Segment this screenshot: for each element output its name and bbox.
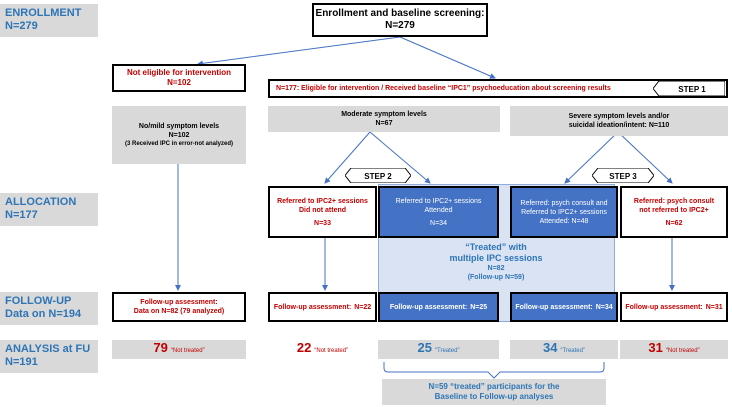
analysis-0-label: “Not treated” xyxy=(170,348,205,354)
enrollment-box: Enrollment and baseline screening: N=279 xyxy=(312,3,488,37)
allocation-a1-line2: Did not attend xyxy=(298,206,347,214)
analysis-1-num: 22 xyxy=(296,340,312,355)
allocation-a1-n: N=33 xyxy=(314,219,331,227)
followup-f2-n: N=25 xyxy=(470,303,488,311)
followup-f2-label: Follow-up assessment: xyxy=(389,303,468,311)
followup-f0-n: Data on N=82 (79 analyzed) xyxy=(133,308,225,315)
allocation-box-attended: Referred to IPC2+ sessions Attended N=34 xyxy=(378,186,499,238)
analysis-4-label: “Not treated” xyxy=(665,348,700,354)
step1-label: STEP 1 xyxy=(678,85,706,94)
eligible-banner: N=177: Eligible for intervention / Recei… xyxy=(268,79,728,98)
followup-f0-label: Follow-up assessment: xyxy=(140,299,218,306)
summary-line1: N=59 “treated” participants for the xyxy=(428,382,560,391)
mild-level-note: (3 Received IPC in error-not analyzed) xyxy=(124,141,234,147)
analysis-3-num: 34 xyxy=(543,340,558,355)
allocation-n: N=177 xyxy=(5,209,38,221)
followup-box-attended: Follow-up assessment: N=25 xyxy=(378,292,499,322)
allocation-a3-n: Attended: N=48 xyxy=(539,217,589,225)
summary-line2: Baseline to Follow-up analyses xyxy=(434,392,554,401)
treated-group-followup: (Follow-up N=59) xyxy=(467,274,525,281)
followup-box-psych-attended: Follow-up assessment: N=34 xyxy=(510,292,618,322)
analysis-4-num: 31 xyxy=(648,340,663,355)
step2-label: STEP 2 xyxy=(364,172,392,181)
allocation-a2-n: N=34 xyxy=(430,219,447,227)
mild-level-title: No/mild symptom levels xyxy=(138,123,220,130)
followup-f1-n: N=22 xyxy=(354,303,372,311)
followup-f1-label: Follow-up assessment: xyxy=(273,303,352,311)
followup-f4-label: Follow-up assessment: xyxy=(625,303,703,311)
followup-box-mild: Follow-up assessment: Data on N=82 (79 a… xyxy=(112,292,246,322)
moderate-level-n: N=67 xyxy=(375,120,393,127)
enrollment-title: ENROLLMENT xyxy=(5,7,82,19)
analysis-label: ANALYSIS at FU N=191 xyxy=(0,340,98,373)
not-eligible-box: Not eligible for intervention N=102 xyxy=(112,64,246,92)
allocation-a2-line1: Referred to IPC2+ sessions xyxy=(395,197,482,205)
followup-title: FOLLOW-UP xyxy=(5,295,72,307)
enrollment-n: N=279 xyxy=(5,20,38,32)
treated-group-line2: multiple IPC sessions xyxy=(449,253,543,263)
severe-level-n: suicidal ideation/intent: N=110 xyxy=(568,122,670,129)
analysis-cell-not-attended: 22 “Not treated” xyxy=(268,340,377,359)
analysis-cell-psych-attended: 34 “Treated” xyxy=(510,340,618,359)
treated-group-line1: “Treated” with xyxy=(465,242,527,252)
allocation-box-not-attended: Referred to IPC2+ sessions Did not atten… xyxy=(268,186,377,238)
analysis-2-label: “Treated” xyxy=(435,348,460,354)
analysis-3-label: “Treated” xyxy=(560,348,585,354)
followup-box-psych-only: Follow-up assessment: N=31 xyxy=(620,292,728,322)
enrollment-label: ENROLLMENT N=279 xyxy=(0,4,98,37)
allocation-a4-n: N=62 xyxy=(665,219,683,227)
analysis-cell-attended: 25 “Treated” xyxy=(378,340,499,359)
enrollment-box-n: N=279 xyxy=(385,20,415,31)
not-eligible-title: Not eligible for intervention xyxy=(126,68,231,77)
eligible-text: N=177: Eligible for intervention / Recei… xyxy=(276,85,611,92)
allocation-a3-line1: Referred: psych consult and xyxy=(520,199,608,207)
followup-f3-label: Follow-up assessment: xyxy=(515,303,593,311)
analysis-cell-psych-only: 31 “Not treated” xyxy=(620,340,728,359)
followup-f4-n: N=31 xyxy=(705,303,723,311)
analysis-n: N=191 xyxy=(5,356,38,368)
followup-n: Data on N=194 xyxy=(5,308,82,320)
step3-label: STEP 3 xyxy=(609,172,637,181)
followup-f3-n: N=34 xyxy=(595,303,613,311)
allocation-title: ALLOCATION xyxy=(5,196,77,208)
step3-badge: STEP 3 xyxy=(592,168,654,183)
summary-box: N=59 “treated” participants for the Base… xyxy=(382,379,606,405)
allocation-a1-line1: Referred to IPC2+ sessions xyxy=(277,197,368,205)
analysis-cell-mild: 79 “Not treated” xyxy=(112,340,246,359)
step2-badge: STEP 2 xyxy=(345,168,411,183)
allocation-a4-line1: Referred: psych consult xyxy=(633,197,715,205)
allocation-box-psych-only: Referred: psych consult not referred to … xyxy=(620,186,728,238)
mild-level-n: N=102 xyxy=(168,132,190,139)
severe-level-box: Severe symptom levels and/or suicidal id… xyxy=(510,106,728,136)
allocation-label: ALLOCATION N=177 xyxy=(0,193,98,226)
treated-group-n: N=82 xyxy=(487,265,505,272)
analysis-1-label: “Not treated” xyxy=(314,348,349,354)
analysis-2-num: 25 xyxy=(417,340,432,355)
treated-group-label: “Treated” with multiple IPC sessions N=8… xyxy=(440,238,552,286)
allocation-box-psych-attended: Referred: psych consult and Referred to … xyxy=(510,186,618,238)
followup-box-not-attended: Follow-up assessment: N=22 xyxy=(268,292,377,322)
severe-level-title: Severe symptom levels and/or xyxy=(568,113,670,120)
allocation-a2-line2: Attended xyxy=(424,206,453,214)
mild-level-box: No/mild symptom levels N=102 (3 Received… xyxy=(112,106,246,164)
moderate-level-box: Moderate symptom levels N=67 xyxy=(268,106,500,132)
allocation-a3-line2: Referred to IPC2+ sessions xyxy=(521,208,607,216)
followup-label: FOLLOW-UP Data on N=194 xyxy=(0,292,98,325)
enrollment-box-line1: Enrollment and baseline screening: xyxy=(315,8,485,19)
step1-badge: STEP 1 xyxy=(653,81,725,96)
moderate-level-title: Moderate symptom levels xyxy=(341,111,427,118)
analysis-title: ANALYSIS at FU xyxy=(5,343,91,355)
allocation-a4-line2: not referred to IPC2+ xyxy=(639,206,709,214)
not-eligible-n: N=102 xyxy=(167,78,191,87)
analysis-0-num: 79 xyxy=(153,340,168,355)
